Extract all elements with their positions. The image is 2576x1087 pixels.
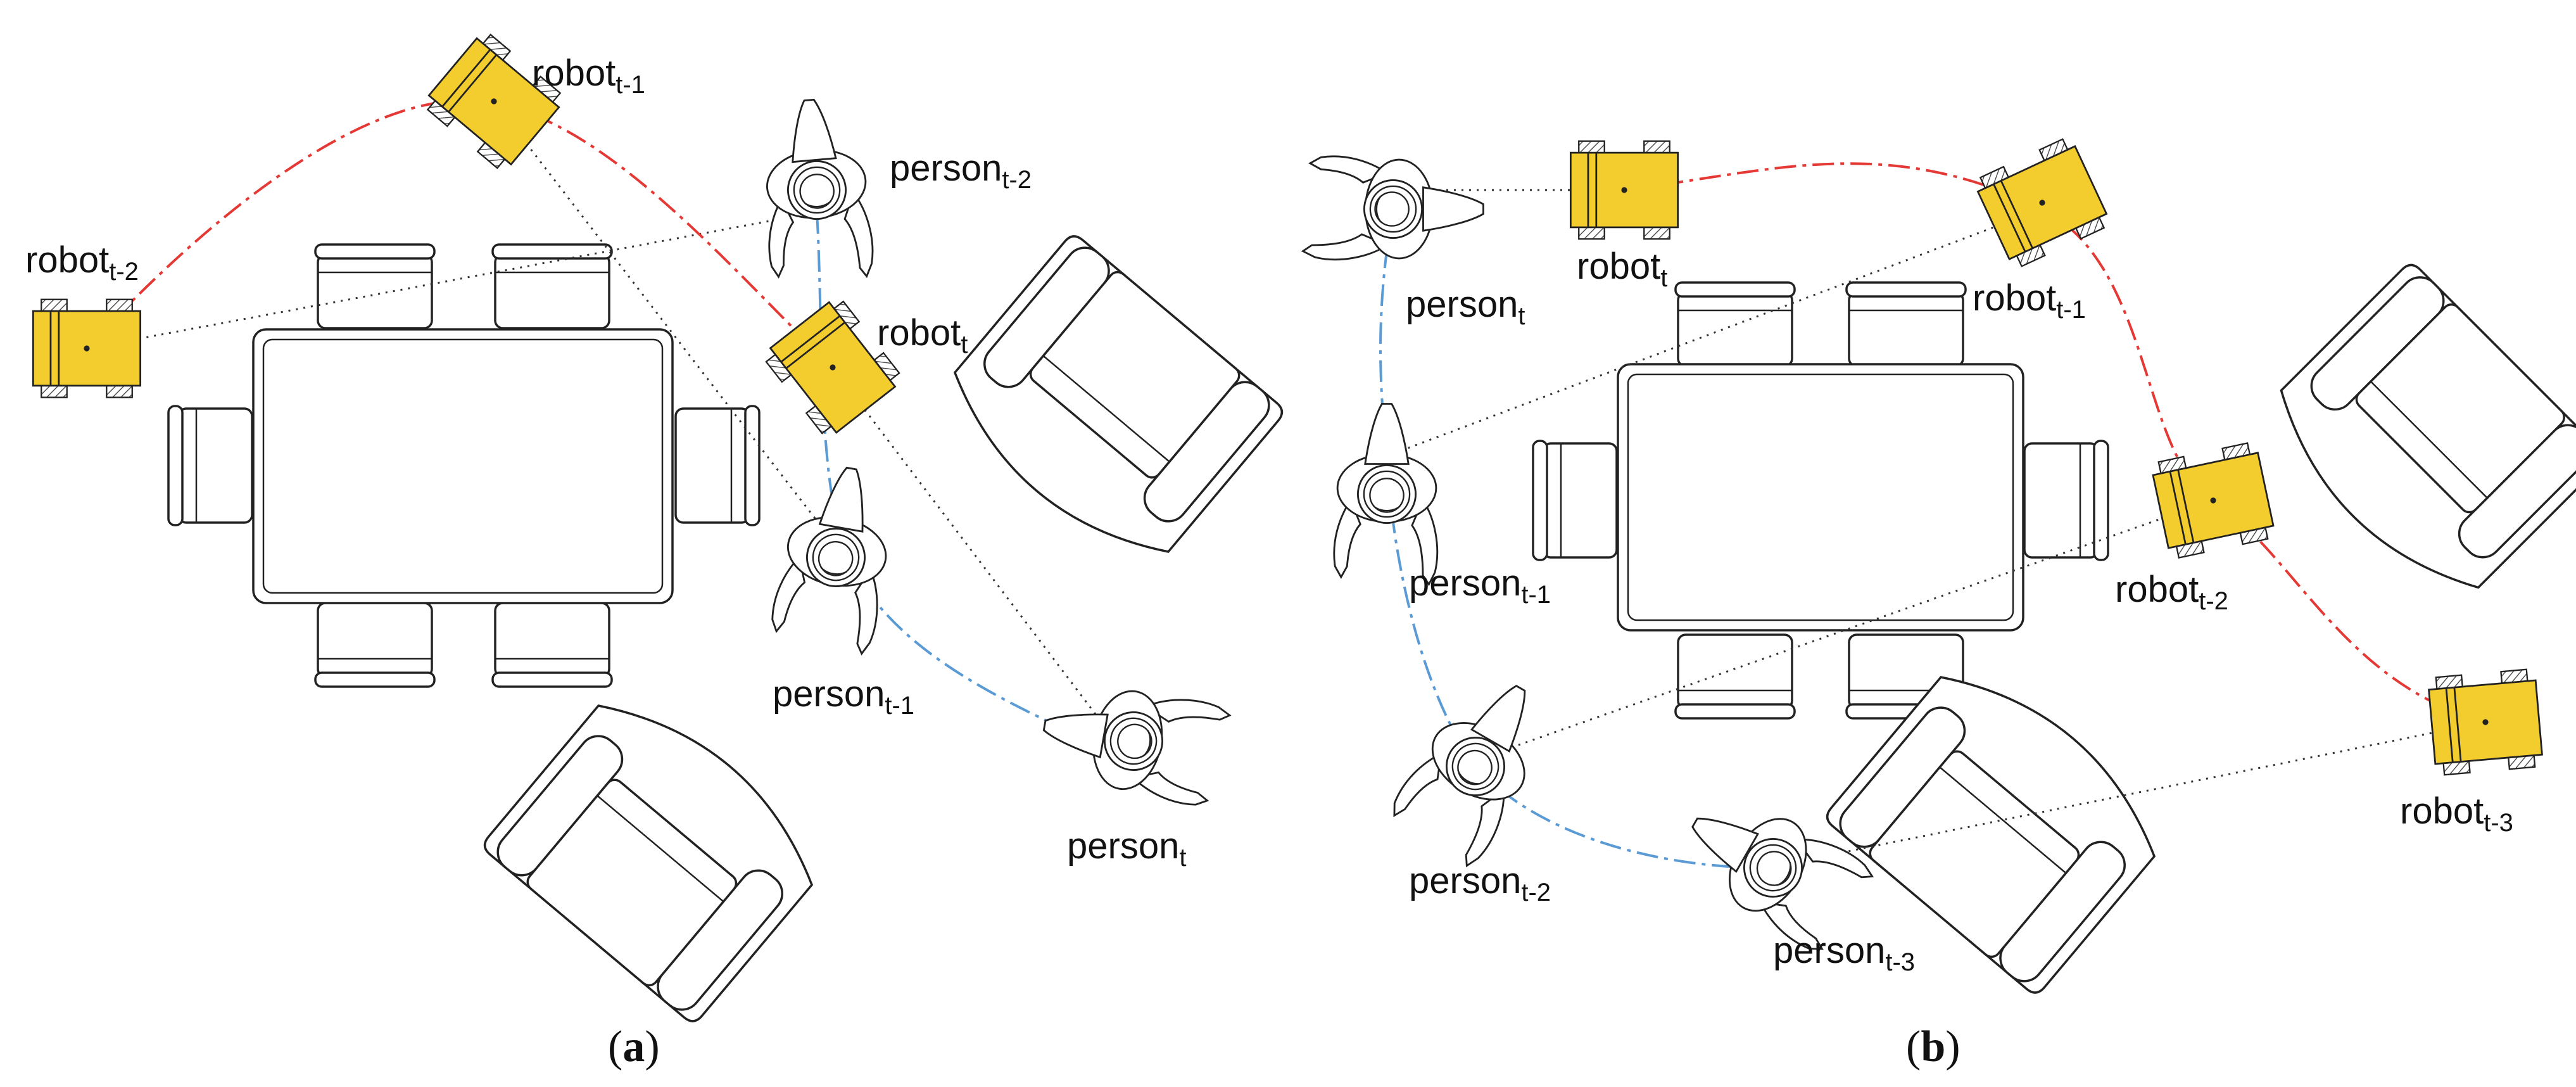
person-label: persont xyxy=(1406,284,1525,330)
robot-icon xyxy=(1972,134,2112,271)
person-icon xyxy=(1302,155,1484,261)
dining-table-icon xyxy=(167,243,761,688)
robot-label: robott xyxy=(1577,246,1667,292)
robot-label: robott-2 xyxy=(2115,569,2228,615)
robot-label: robott xyxy=(877,312,968,359)
panel-caption: (b) xyxy=(1906,1022,1960,1071)
panel-a: robott-2 robott-1 robott persont-2 perso… xyxy=(25,29,1288,1071)
armchair-icon xyxy=(479,675,838,1027)
sight-line xyxy=(831,367,1132,761)
armchair-icon xyxy=(929,231,1288,582)
person-path xyxy=(1379,208,1767,869)
panel-b: robott robott-1 robott-2 robott-3 person… xyxy=(1302,134,2576,1071)
robot-icon xyxy=(2427,668,2544,777)
robot-label: robott-2 xyxy=(25,239,139,286)
armchair-icon xyxy=(2253,259,2576,616)
robot-path xyxy=(85,99,834,369)
person-icon xyxy=(755,94,876,286)
sight-line xyxy=(86,211,818,350)
robot-label: robott-3 xyxy=(2400,791,2513,837)
person-label: persont-2 xyxy=(890,148,1032,194)
sight-line xyxy=(1475,499,2214,761)
person-label: persont-1 xyxy=(1409,563,1551,609)
robot-icon xyxy=(1569,140,1679,240)
robot-path xyxy=(1624,162,2486,723)
robot-label: robott-1 xyxy=(1973,277,2086,324)
person-icon xyxy=(1333,403,1439,585)
person-icon xyxy=(767,458,902,656)
robot-icon xyxy=(2149,440,2277,561)
sight-line xyxy=(1766,721,2486,869)
person-icon xyxy=(1384,661,1565,871)
person-label: persont-3 xyxy=(1773,930,1915,976)
person-label: persont xyxy=(1067,825,1186,872)
person-icon xyxy=(1034,675,1232,810)
robot-icon xyxy=(420,29,567,174)
person-label: persont-2 xyxy=(1409,860,1551,906)
panel-caption: (a) xyxy=(608,1022,660,1071)
robot-icon xyxy=(32,298,142,398)
robot-label: robott-1 xyxy=(532,53,645,99)
sight-line xyxy=(1386,208,2043,457)
dining-table-icon xyxy=(1532,281,2109,720)
person-label: persont-1 xyxy=(773,673,914,720)
